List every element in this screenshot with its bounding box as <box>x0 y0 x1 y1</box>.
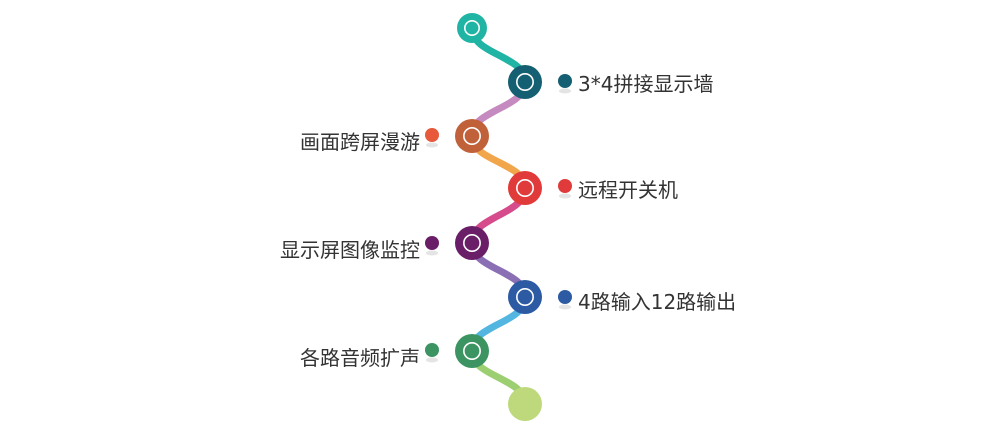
feature-marker-6 <box>425 343 439 357</box>
feature-marker-1 <box>558 74 572 88</box>
marker-shadow <box>559 88 571 94</box>
feature-marker-5 <box>558 290 572 304</box>
feature-marker-4 <box>425 236 439 250</box>
chain-start-node-disc <box>457 13 487 43</box>
feature-label-4: 显示屏图像监控 <box>280 238 420 262</box>
chain-node-2 <box>455 119 489 153</box>
feature-marker-2 <box>425 128 439 142</box>
chain-node-1-disc <box>508 65 542 99</box>
chain-start-node <box>457 13 487 43</box>
ring-icon <box>516 73 534 91</box>
marker-shadow <box>426 250 438 256</box>
feature-label-6: 各路音频扩声 <box>300 346 420 370</box>
chain-node-6 <box>455 334 489 368</box>
ring-icon <box>463 127 481 145</box>
chain-node-5-disc <box>508 280 542 314</box>
chain-node-5 <box>508 280 542 314</box>
marker-shadow <box>559 304 571 310</box>
ring-icon <box>463 234 481 252</box>
ring-icon <box>463 342 481 360</box>
chain-end-node-disc <box>508 387 542 421</box>
marker-shadow <box>426 142 438 148</box>
marker-shadow <box>559 193 571 199</box>
feature-marker-3 <box>558 179 572 193</box>
chain-node-4 <box>455 226 489 260</box>
chain-node-2-disc <box>455 119 489 153</box>
ring-icon <box>516 288 534 306</box>
ring-icon <box>463 19 480 36</box>
feature-label-5: 4路输入12路输出 <box>578 290 737 314</box>
chain-node-1 <box>508 65 542 99</box>
feature-label-1: 3*4拼接显示墙 <box>578 72 714 96</box>
chain-node-4-disc <box>455 226 489 260</box>
ring-icon <box>516 179 534 197</box>
chain-end-node <box>508 387 542 421</box>
chain-node-3 <box>508 171 542 205</box>
chain-node-6-disc <box>455 334 489 368</box>
marker-shadow <box>426 357 438 363</box>
feature-label-3: 远程开关机 <box>578 178 678 202</box>
feature-label-2: 画面跨屏漫游 <box>300 130 420 154</box>
chain-node-3-disc <box>508 171 542 205</box>
